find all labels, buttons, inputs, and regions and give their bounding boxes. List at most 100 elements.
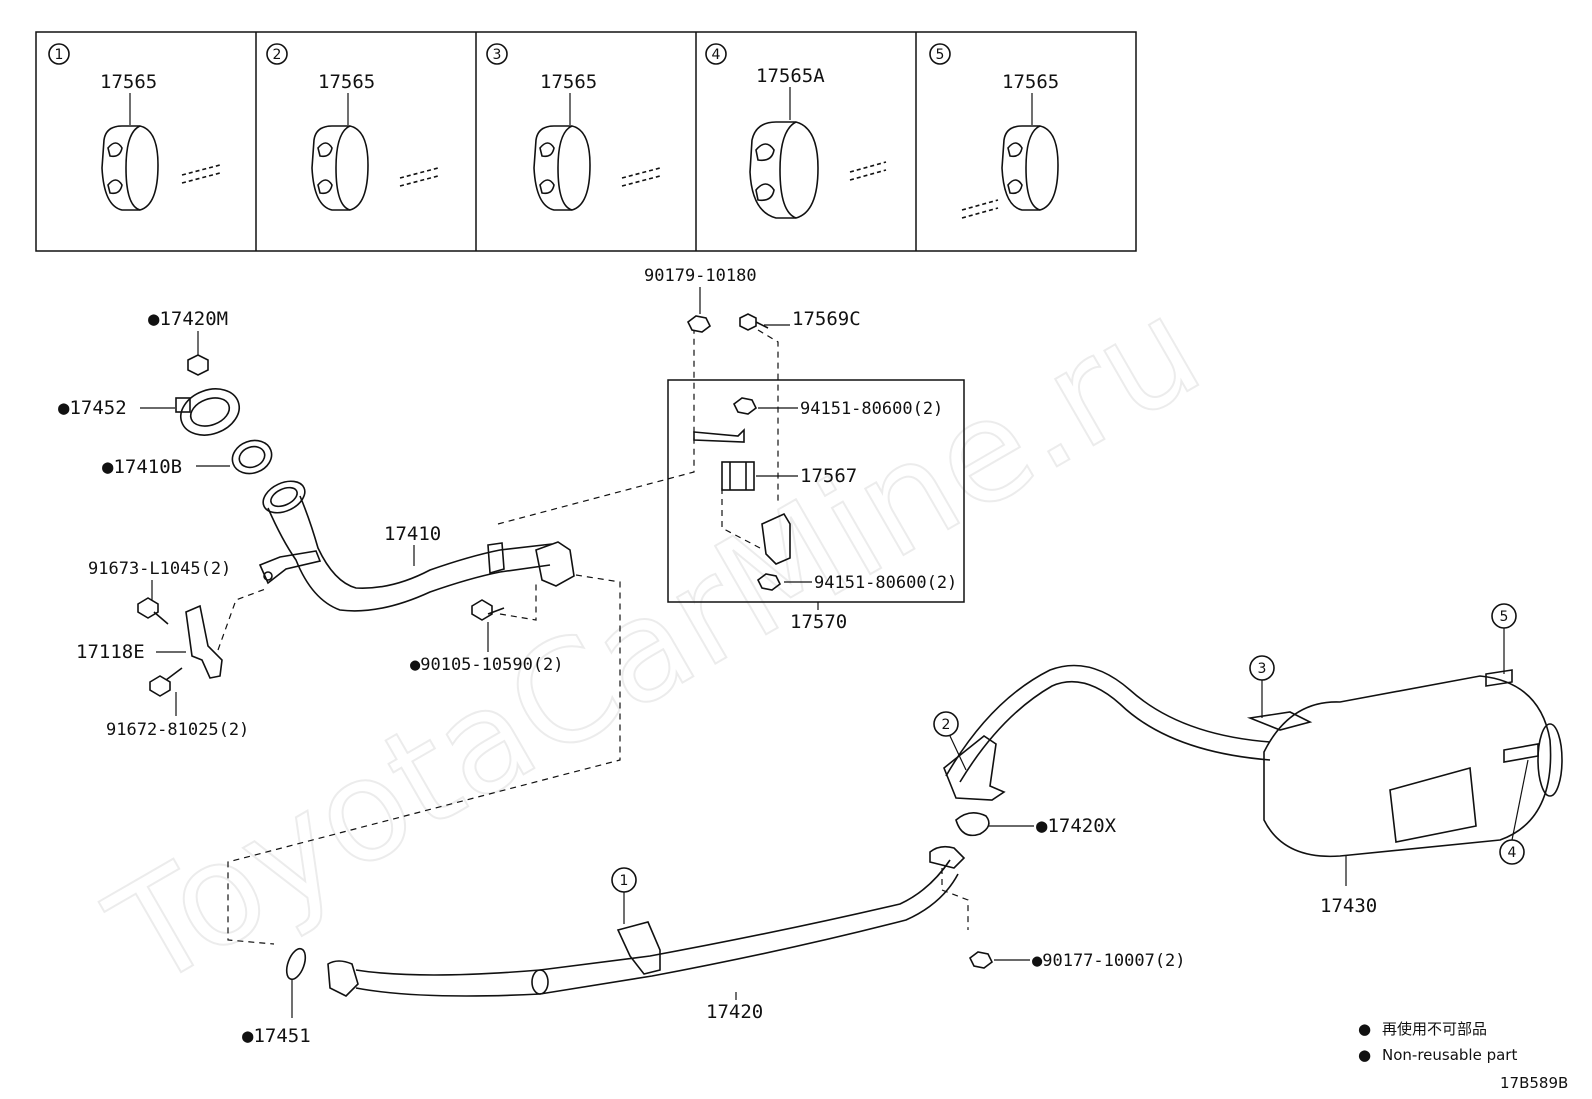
legend-bullet: ● [1358, 1046, 1371, 1064]
nut-icon [756, 573, 782, 591]
diagram-code: 17B589B [1500, 1074, 1568, 1092]
front-pipe-icon [258, 480, 575, 612]
svg-text:4: 4 [1508, 845, 1517, 861]
part-17420[interactable]: 17420 [327, 845, 966, 1023]
inset-number-circle [705, 43, 727, 65]
inset-4[interactable]: 4 17565A [705, 43, 887, 219]
part-17430[interactable]: 17430 [943, 664, 1563, 918]
label-17569C: 17569C [792, 308, 861, 330]
part-label-17565: 17565 [318, 71, 375, 93]
svg-text:2: 2 [942, 717, 951, 733]
label-91673: 91673-L1045(2) [88, 559, 231, 579]
part-90179[interactable]: 90179-10180 [644, 266, 757, 333]
bracket-icon [693, 428, 745, 443]
center-pipe-icon [327, 845, 966, 997]
part-17569C[interactable]: 17569C [739, 308, 861, 331]
rubber-hanger-icon [533, 125, 661, 211]
inset-number: 4 [712, 47, 721, 63]
rubber-hanger-icon [749, 121, 887, 219]
muffler-icon [943, 664, 1563, 858]
svg-text:3: 3 [1258, 661, 1267, 677]
bolt-icon [137, 597, 169, 625]
clamp-icon [175, 388, 240, 436]
part-17420X[interactable]: ●17420X [955, 812, 1117, 837]
label-90177: ●90177-10007(2) [1032, 951, 1186, 971]
legend: ● 再使用不可部品 ● Non-reusable part [1358, 1020, 1517, 1064]
bolt-icon [471, 599, 505, 621]
legend-jp: 再使用不可部品 [1382, 1020, 1487, 1038]
part-17570-group[interactable]: 17570 94151-80600(2) 17567 94151-80600(2… [667, 379, 965, 633]
inset-number: 1 [55, 47, 64, 63]
callout-1[interactable]: 1 [611, 867, 637, 924]
part-label-17565: 17565 [1002, 71, 1059, 93]
label-17420: 17420 [706, 1001, 763, 1023]
part-17420M[interactable]: ●17420M [148, 308, 228, 376]
label-17420M: ●17420M [148, 308, 228, 330]
rubber-hanger-icon [101, 125, 221, 211]
part-90177[interactable]: ●90177-10007(2) [968, 951, 1186, 971]
label-17567: 17567 [800, 465, 857, 487]
part-label-17565A: 17565A [756, 65, 825, 87]
label-17118E: 17118E [76, 641, 145, 663]
gasket-icon [285, 947, 307, 981]
nut-icon [732, 397, 758, 415]
inset-number: 3 [493, 47, 502, 63]
inset-number-circle [486, 43, 508, 65]
part-label-17565: 17565 [540, 71, 597, 93]
nut-icon [686, 315, 712, 333]
part-91672[interactable]: 91672-81025(2) [106, 667, 249, 740]
callout-4[interactable]: 4 [1499, 759, 1529, 865]
bolt-icon [739, 313, 769, 331]
label-17420X: ●17420X [1036, 815, 1117, 837]
inset-number-circle [929, 43, 951, 65]
inset-number-circle [48, 43, 70, 65]
label-17452: ●17452 [58, 397, 127, 419]
label-91672: 91672-81025(2) [106, 720, 249, 740]
nut-icon [968, 951, 994, 969]
inset-1[interactable]: 1 17565 [48, 43, 221, 211]
inset-number-circle [266, 43, 288, 65]
inset-number: 2 [273, 47, 282, 63]
label-17570: 17570 [790, 611, 847, 633]
label-90179: 90179-10180 [644, 266, 757, 286]
part-17118E[interactable]: 17118E [76, 604, 223, 679]
label-17410: 17410 [384, 523, 441, 545]
nut-icon [187, 354, 209, 376]
inset-number: 5 [936, 47, 945, 63]
bracket-icon [761, 512, 791, 565]
part-17410[interactable]: 17410 [258, 475, 575, 612]
gasket-icon [955, 812, 990, 837]
part-label-17565: 17565 [100, 71, 157, 93]
part-17451[interactable]: ●17451 [242, 946, 311, 1047]
svg-text:5: 5 [1500, 609, 1509, 625]
part-17410B[interactable]: ●17410B [102, 435, 276, 479]
gasket-ring-icon [231, 439, 273, 475]
hanger-inset-panel [35, 31, 1137, 252]
label-17430: 17430 [1320, 895, 1377, 917]
watermark: ToyotaCarMine.ru [85, 267, 1227, 1020]
label-17451: ●17451 [242, 1025, 311, 1047]
rubber-hanger-icon [961, 125, 1059, 219]
part-91673[interactable]: 91673-L1045(2) [88, 559, 231, 625]
callout-3[interactable]: 3 [1249, 655, 1275, 718]
callout-5[interactable]: 5 [1491, 603, 1517, 674]
rubber-hanger-icon [311, 125, 439, 211]
label-90105: ●90105-10590(2) [410, 655, 564, 675]
part-90105[interactable]: ●90105-10590(2) [410, 599, 564, 675]
label-94151-upper: 94151-80600(2) [800, 399, 943, 419]
bolt-icon [149, 667, 183, 697]
legend-bullet: ● [1358, 1020, 1371, 1038]
label-17410B: ●17410B [102, 456, 182, 478]
svg-text:1: 1 [620, 873, 629, 889]
part-17452[interactable]: ●17452 [58, 381, 246, 443]
assembly-dashed-lines [217, 329, 969, 945]
hanger-block-icon [721, 461, 755, 491]
legend-en: Non-reusable part [1382, 1046, 1517, 1064]
bracket-icon [185, 604, 223, 679]
callout-2[interactable]: 2 [933, 711, 967, 771]
inset-3[interactable]: 3 17565 [486, 43, 661, 211]
label-94151-lower: 94151-80600(2) [814, 573, 957, 593]
inset-5[interactable]: 5 17565 [929, 43, 1059, 219]
inset-2[interactable]: 2 17565 [266, 43, 439, 211]
